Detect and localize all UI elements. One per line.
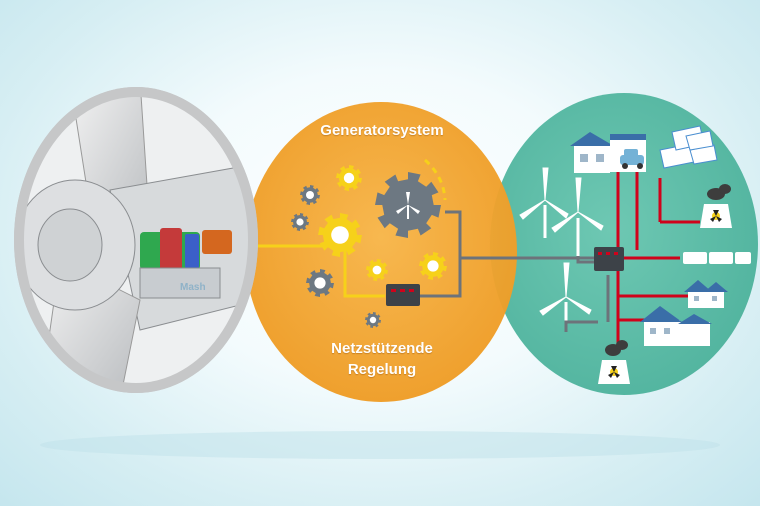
turbine-in-gear-icon	[393, 190, 423, 220]
nuclear-plant-icon	[700, 184, 732, 228]
gear-cluster	[291, 165, 447, 328]
solar-panel-icon	[659, 125, 718, 169]
gear-hub	[372, 265, 382, 275]
nacelle-logo-text: Mash	[180, 282, 206, 293]
gear-hub	[343, 172, 355, 184]
inverter-box-icon	[386, 284, 420, 306]
house-icon	[684, 280, 728, 308]
generator-circle	[245, 102, 517, 402]
grid-control-label-line2: Regelung	[347, 361, 417, 378]
wind-turbine-icon	[519, 167, 569, 238]
gear-hub	[331, 226, 349, 244]
generator-system-label: Generatorsystem	[320, 122, 444, 139]
house-icon	[640, 306, 712, 346]
floor-shadow	[40, 431, 720, 459]
wind-turbine-hub-icon	[14, 87, 258, 393]
gear-hub	[314, 277, 326, 289]
grid-control-label: Netzstützende Regelung	[282, 338, 482, 380]
gear-hub	[296, 218, 304, 226]
storage-tank-icon	[683, 252, 751, 264]
car-icon	[620, 149, 644, 169]
inverter-box-icon	[594, 247, 624, 271]
grid-control-label-line1: Netzstützende	[331, 340, 433, 357]
nuclear-plant-icon	[598, 340, 630, 384]
grid-circle	[490, 93, 758, 395]
wind-turbine-icon	[551, 177, 604, 256]
gear-hub	[306, 191, 314, 199]
gear-hub	[427, 260, 439, 272]
gear-hub	[369, 316, 377, 324]
